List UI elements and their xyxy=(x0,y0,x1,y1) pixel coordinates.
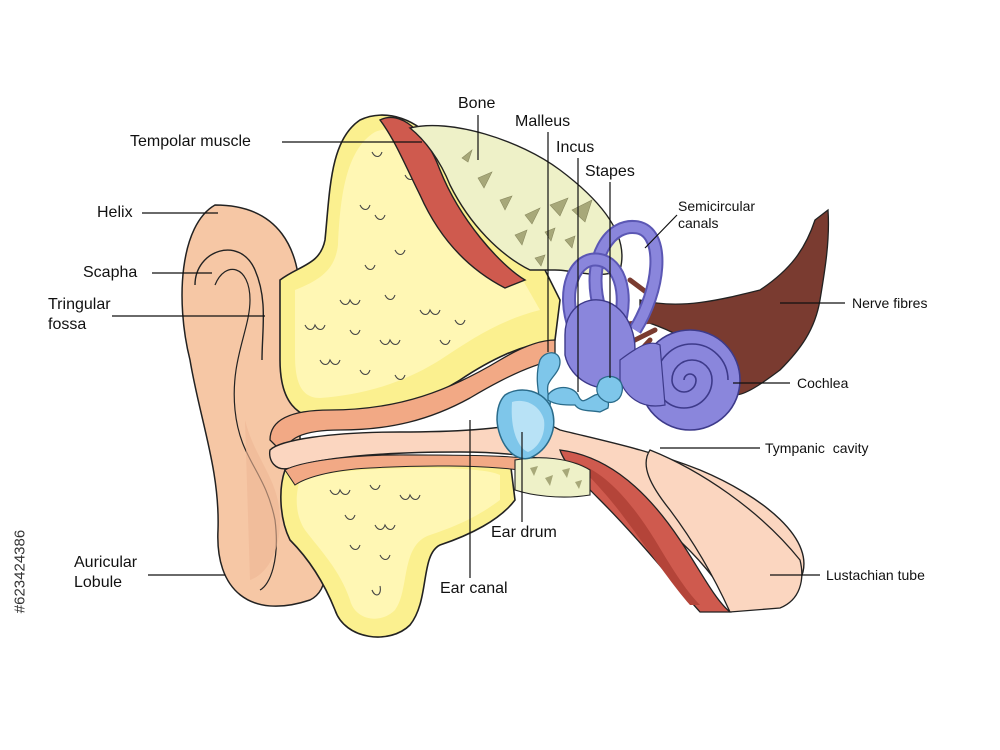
label-temporal-muscle: Tempolar muscle xyxy=(130,133,251,150)
label-malleus: Malleus xyxy=(515,113,571,130)
stapes xyxy=(596,375,623,403)
label-helix: Helix xyxy=(97,204,133,221)
scapha-curve xyxy=(194,249,265,361)
label-semicircular-line1: Semicircular xyxy=(678,198,756,214)
cochlea-spiral xyxy=(655,343,729,409)
eustachian-tube-group xyxy=(514,449,803,613)
label-semicircular-line2: canals xyxy=(678,215,719,231)
label-ear-drum: Ear drum xyxy=(491,524,557,541)
label-triangular-line2: fossa xyxy=(48,316,87,333)
canal-upper-skin xyxy=(269,339,556,457)
label-eustachian-tube: Lustachian tube xyxy=(826,567,925,583)
malleus xyxy=(536,352,561,406)
semicircular-canal-2-fill xyxy=(564,254,628,343)
label-ear-canal: Ear canal xyxy=(440,580,508,597)
leader-lines xyxy=(112,115,845,578)
label-semicircular-canals: Semicircular canals xyxy=(678,198,755,232)
upper-bone-highlight xyxy=(295,129,540,398)
label-incus: Incus xyxy=(556,139,595,156)
semicircular-canal-1-fill xyxy=(590,222,662,333)
temporal-bone xyxy=(279,114,561,638)
inner-ear xyxy=(562,220,741,431)
label-stapes: Stapes xyxy=(585,163,635,180)
label-auricular-line2: Lobule xyxy=(74,574,123,591)
cochlea-connector xyxy=(619,342,666,407)
lobule-curve xyxy=(245,420,280,580)
ear-drum-highlight xyxy=(511,400,545,452)
label-triangular-fossa: Tringular fossa xyxy=(48,295,111,335)
label-tympanic-text: Tympanic cavity xyxy=(765,440,869,456)
stock-id-text: #623424386 xyxy=(11,529,29,614)
label-cochlea: Cochlea xyxy=(797,375,849,391)
label-tympanic-cavity: Tympanic cavity xyxy=(765,440,868,457)
label-nerve-fibres: Nerve fibres xyxy=(852,295,928,311)
label-triangular-line1: Tringular xyxy=(48,296,111,313)
spongy-bone xyxy=(408,124,623,276)
label-auricular-lobule: Auricular Lobule xyxy=(74,553,137,593)
label-bone: Bone xyxy=(458,95,496,112)
eustachian-tube xyxy=(645,449,803,613)
tube-muscle-light xyxy=(575,462,700,605)
bone-texture xyxy=(304,151,466,596)
lower-bone-highlight xyxy=(296,468,500,619)
leader-semicircular xyxy=(644,214,678,249)
label-scapha: Scapha xyxy=(83,264,138,281)
label-auricular-line1: Auricular xyxy=(74,554,138,571)
ossicles xyxy=(496,352,623,460)
